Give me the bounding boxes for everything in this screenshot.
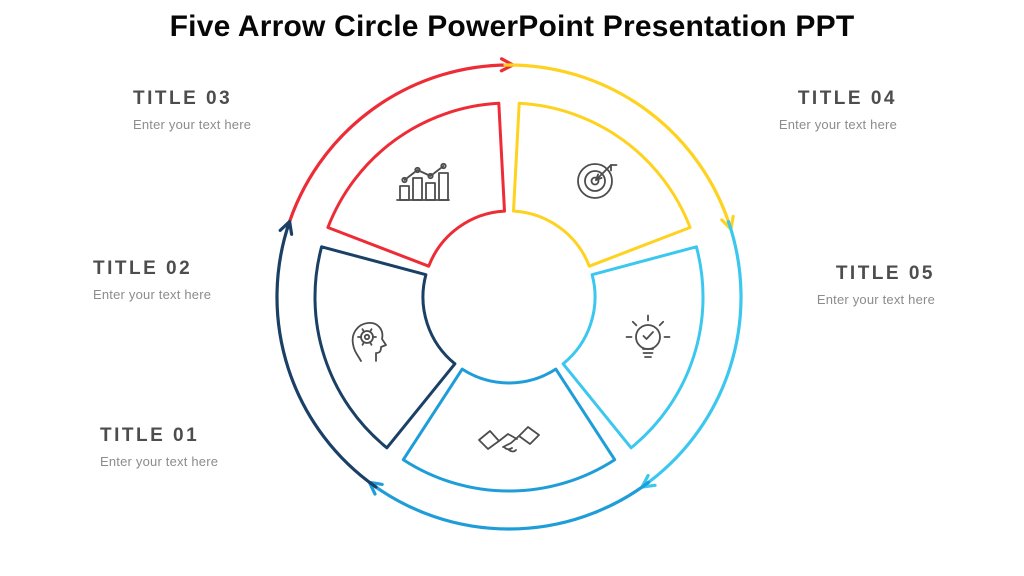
growth-chart-icon bbox=[396, 162, 450, 201]
slide-title: Five Arrow Circle PowerPoint Presentatio… bbox=[169, 10, 855, 43]
icons-layer bbox=[351, 162, 671, 453]
label-block-title-03[interactable]: TITLE 03 Enter your text here bbox=[133, 88, 251, 132]
mind-gear-segment[interactable] bbox=[313, 245, 457, 450]
label-block-title-02[interactable]: TITLE 02 Enter your text here bbox=[93, 258, 211, 302]
label-block-title-01[interactable]: TITLE 01 Enter your text here bbox=[100, 425, 218, 469]
head-gear-icon bbox=[351, 322, 387, 362]
handshake-icon bbox=[478, 426, 540, 453]
label-placeholder-01: Enter your text here bbox=[100, 454, 219, 469]
arrows-layer bbox=[275, 57, 743, 531]
label-block-title-04[interactable]: TITLE 04 Enter your text here bbox=[779, 88, 897, 132]
target-arrow-icon bbox=[577, 163, 618, 199]
label-placeholder-02: Enter your text here bbox=[93, 287, 212, 302]
handshake-segment[interactable] bbox=[401, 367, 617, 493]
label-placeholder-04: Enter your text here bbox=[778, 117, 897, 132]
label-placeholder-05: Enter your text here bbox=[816, 292, 935, 307]
label-title-05: TITLE 05 bbox=[835, 263, 935, 284]
segments-layer bbox=[313, 101, 705, 493]
label-title-03: TITLE 03 bbox=[133, 88, 233, 109]
idea-bulb-segment[interactable] bbox=[561, 245, 705, 450]
label-title-01: TITLE 01 bbox=[100, 425, 200, 446]
label-placeholder-03: Enter your text here bbox=[133, 117, 252, 132]
label-title-04: TITLE 04 bbox=[797, 88, 897, 109]
label-title-02: TITLE 02 bbox=[93, 258, 193, 279]
growth-chart-segment[interactable] bbox=[326, 101, 506, 268]
target-segment[interactable] bbox=[512, 101, 692, 268]
lightbulb-check-icon bbox=[625, 314, 671, 358]
mind-gear-arrow-arc bbox=[275, 219, 378, 489]
label-block-title-05[interactable]: TITLE 05 Enter your text here bbox=[817, 263, 935, 307]
